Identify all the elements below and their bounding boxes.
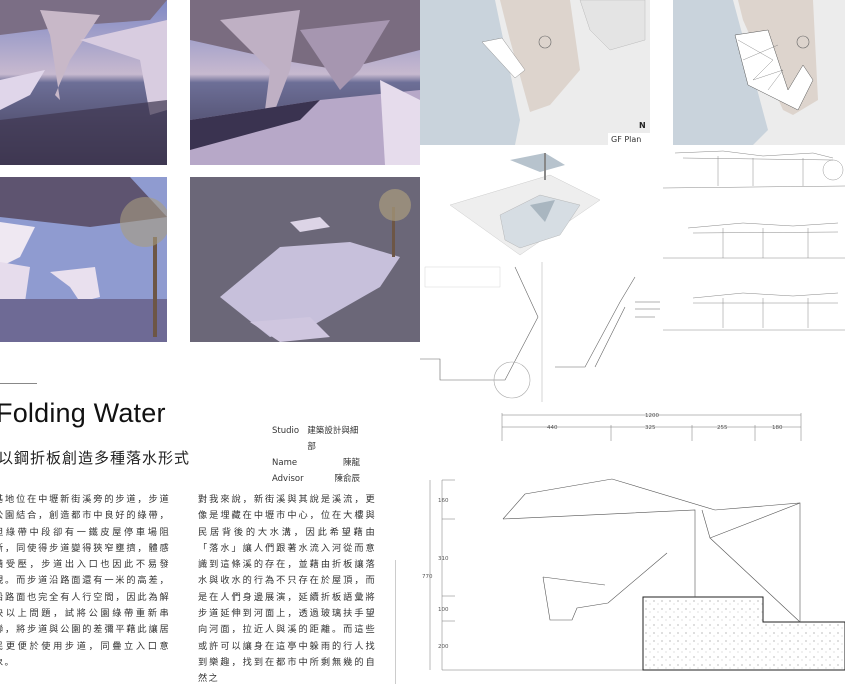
dim-total: 1200 — [645, 413, 659, 419]
section-drawing: 160 310 770 100 200 — [420, 470, 845, 684]
construction-details — [420, 262, 665, 402]
dim-seg: 180 — [772, 425, 783, 431]
render-canopy-underside — [0, 0, 167, 165]
plan-caption: GF Plan — [611, 135, 641, 144]
axonometric-model — [420, 150, 660, 260]
guide-line — [395, 560, 396, 684]
render-aerial-view — [190, 177, 420, 342]
roof-plan — [673, 0, 845, 145]
project-title: Folding Water — [0, 398, 166, 428]
horizontal-dimensions: 1200 440 325 255 180 — [495, 405, 815, 445]
dim-seg: 255 — [717, 425, 728, 431]
description-site: 基地位在中壢新街溪旁的步道，步道公園結合，創造都市中良好的綠帶，但綠帶中段卻有一… — [0, 494, 170, 668]
dim-seg: 440 — [547, 425, 558, 431]
render-pavilion-tree — [0, 177, 167, 342]
dim-v: 200 — [438, 644, 449, 650]
dim-v: 160 — [438, 498, 449, 504]
ground-floor-plan: N GF Plan — [420, 0, 650, 150]
dim-seg: 325 — [645, 425, 656, 431]
description-concept: 對我來說，新街溪與其說是溪流，更像是埋藏在中壢市中心，位在大樓與民居背後的大水溝… — [198, 494, 376, 685]
dim-v-total: 770 — [422, 574, 433, 580]
divider — [0, 383, 37, 384]
north-arrow-label: N — [639, 121, 646, 130]
project-subtitle: 以鋼折板創造多種落水形式 — [0, 449, 191, 467]
dim-v: 100 — [438, 607, 449, 613]
render-canopy-river-view — [190, 0, 420, 165]
elevations — [663, 148, 845, 348]
dim-v: 310 — [438, 556, 449, 562]
